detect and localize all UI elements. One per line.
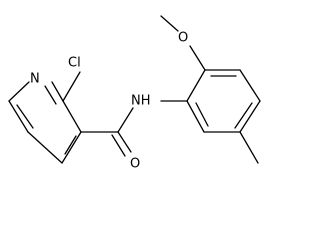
pyridine-bond-2 xyxy=(51,81,64,102)
benzene-double-bond-inner-2 xyxy=(234,102,253,129)
pyridine-bond-3 xyxy=(8,81,30,102)
benzene-bond-6 xyxy=(186,69,206,102)
ring-chlorine-bond xyxy=(62,71,81,102)
chlorine-label: Cl xyxy=(68,56,81,71)
ether-oxygen-ring-bond xyxy=(189,45,206,71)
benzene-bond-3 xyxy=(239,100,261,133)
benzene-double-bond-inner-3 xyxy=(195,102,209,127)
pyridine-nitrogen-label: N xyxy=(30,72,40,87)
benzene-bond-5 xyxy=(186,100,205,133)
ring-methyl-bond xyxy=(239,131,259,164)
pyridine-bond-1 xyxy=(62,100,82,133)
benzene-bond-2 xyxy=(239,69,261,102)
carbonyl-double-bond-1 xyxy=(117,131,132,153)
carbonyl-double-bond-2 xyxy=(111,134,126,157)
pyridine-bond-4 xyxy=(8,100,29,133)
pyridine-double-bond-inner-2 xyxy=(16,104,34,129)
pyridine-double-bond-inner-3 xyxy=(64,135,77,155)
methyl-ether-bond xyxy=(160,15,179,32)
molecule-structure-diagram: O NH Cl N O xyxy=(8,15,261,172)
carbonyl-oxygen-label: O xyxy=(130,157,140,172)
pyridine-bond-5 xyxy=(27,131,63,164)
pyridine-double-bond-inner-1 xyxy=(44,85,57,105)
pyridine-bond-6 xyxy=(61,131,82,164)
nitrogen-carbonyl-bond xyxy=(117,107,134,133)
methoxy-oxygen-label: O xyxy=(178,31,188,46)
amide-nitrogen-label: NH xyxy=(131,94,151,109)
